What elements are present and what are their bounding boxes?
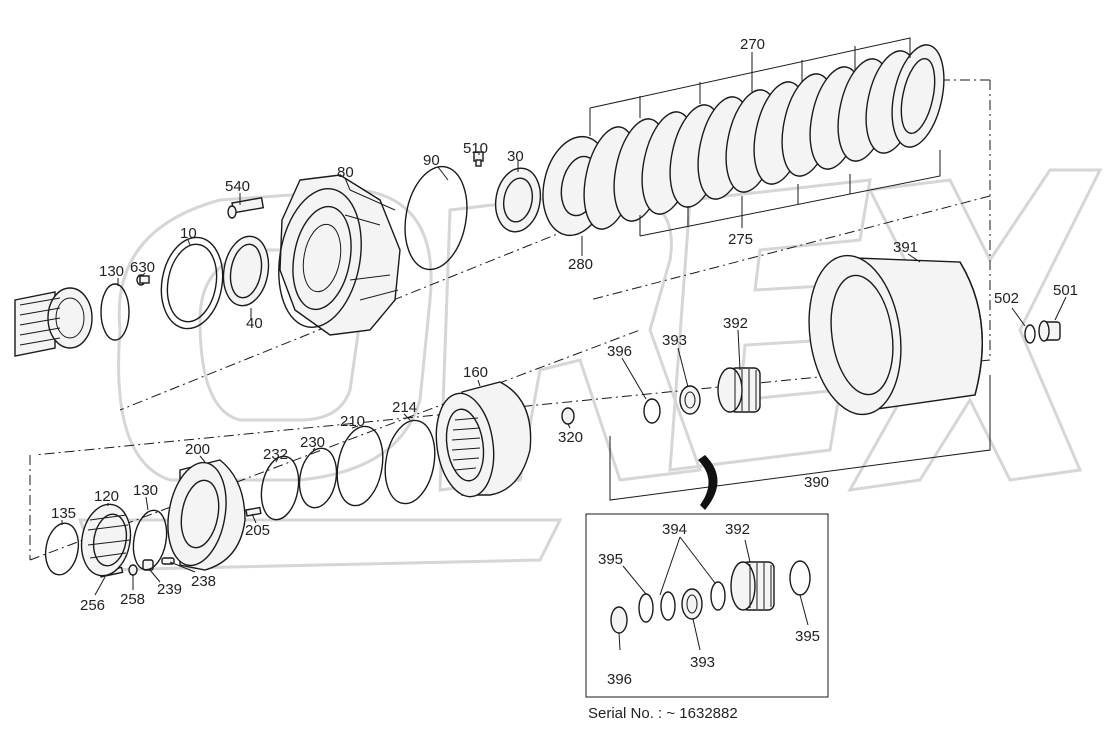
lower-assembly-boundary [29,329,641,561]
label-256: 256 [80,597,105,614]
label-630: 630 [130,259,155,276]
label-30: 30 [507,148,524,165]
ball-258 [128,564,138,576]
label-394: 394 [662,521,687,538]
detail-parts [610,560,811,634]
part-labels: 270 275 280 90 510 30 80 540 10 40 130 6… [51,36,1078,722]
label-130-lower: 130 [133,482,158,499]
label-501: 501 [1053,282,1078,299]
ring-396-upper [643,398,661,424]
plug-501 [1038,320,1061,342]
leader-390 [609,375,991,501]
label-239: 239 [157,581,182,598]
screw-630 [136,274,150,286]
label-214: 214 [392,399,417,416]
drum-160 [435,381,532,498]
gear-392-upper [717,367,761,413]
label-396-upper: 396 [607,343,632,360]
pin-540 [227,196,265,219]
label-280: 280 [568,256,593,273]
serial-number-note: Serial No. : ~ 1632882 [588,705,738,722]
ring-232 [260,455,300,521]
pin-205 [245,506,262,517]
serial-detail-box [585,513,829,698]
label-395-left: 395 [598,551,623,568]
label-205: 205 [245,522,270,539]
label-270: 270 [740,36,765,53]
leader-lines [61,52,1067,651]
ring-130-lower [132,509,168,571]
washer-320 [561,407,575,425]
label-130-upper: 130 [99,263,124,280]
leader-275-bracket [639,150,941,237]
label-160: 160 [463,364,488,381]
ring-135 [44,522,80,576]
label-10: 10 [180,225,197,242]
label-210: 210 [340,413,365,430]
label-393-detail: 393 [690,654,715,671]
detail-arrow [698,455,718,510]
label-238: 238 [191,573,216,590]
ring-gear-120 [80,503,132,577]
label-90: 90 [423,152,440,169]
label-200: 200 [185,441,210,458]
shaft-end [14,287,93,357]
ring-214 [384,419,436,505]
label-395-right: 395 [795,628,820,645]
label-258: 258 [120,591,145,608]
label-320: 320 [558,429,583,446]
label-393-upper: 393 [662,332,687,349]
label-275: 275 [728,231,753,248]
clutch-disc-stack [583,44,945,230]
ring-210 [336,425,384,507]
label-502: 502 [994,290,1019,307]
ring-10 [160,236,224,330]
label-396-detail: 396 [607,671,632,688]
carrier-80 [278,174,401,336]
ring-230 [298,447,338,509]
label-40: 40 [246,315,263,332]
bearing-393-upper [679,385,701,415]
label-230: 230 [300,434,325,451]
label-392-upper: 392 [723,315,748,332]
label-391: 391 [893,239,918,256]
label-232: 232 [263,446,288,463]
bearing-40 [222,235,270,307]
label-510: 510 [463,140,488,157]
label-540: 540 [225,178,250,195]
ring-90 [404,165,468,271]
bearing-30 [494,167,542,233]
label-80: 80 [337,164,354,181]
ring-502 [1024,324,1036,344]
label-390: 390 [804,474,829,491]
label-120: 120 [94,488,119,505]
cover-200 [167,459,246,571]
leader-270-bracket [589,37,911,136]
label-392-detail: 392 [725,521,750,538]
housing-391 [808,254,983,416]
ring-130-upper [100,283,130,341]
label-135: 135 [51,505,76,522]
